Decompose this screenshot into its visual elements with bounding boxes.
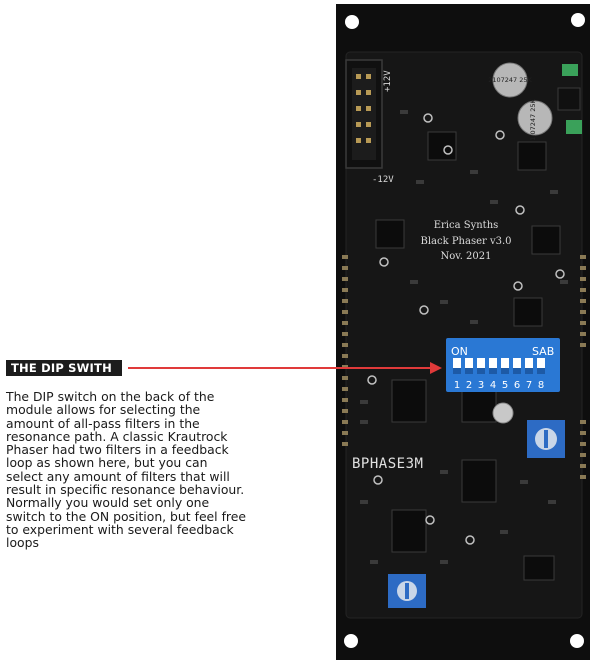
svg-text:8: 8 [538, 380, 544, 391]
callout-title: THE DIP SWITH [6, 360, 122, 376]
mounting-screw [492, 402, 514, 424]
silkscreen-date: Nov. 2021 [440, 251, 491, 262]
svg-text:5: 5 [502, 380, 508, 391]
callout-body: The DIP switch on the back of the module… [6, 389, 246, 551]
silkscreen-product: Black Phaser v3.0 [420, 236, 511, 247]
callout-description: The DIP switch on the back of the module… [6, 390, 246, 550]
svg-text:3: 3 [478, 380, 484, 391]
model-label: BPHASE3M [352, 456, 423, 472]
electrolytic-capacitor-1: 2107247 25K [488, 62, 533, 98]
svg-text:1.07247 25K: 1.07247 25K [529, 99, 537, 141]
svg-text:6: 6 [514, 380, 520, 391]
inductor-2 [566, 120, 582, 134]
callout-arrowhead [430, 362, 442, 374]
smd-components [360, 110, 568, 564]
svg-text:7: 7 [526, 380, 532, 391]
trimmer-bottom [388, 574, 426, 608]
svg-text:2107247 25K: 2107247 25K [488, 76, 532, 84]
power-plus-label: +12V [383, 70, 393, 92]
dip-sab-label: SAB [532, 345, 554, 358]
power-minus-label: -12V [372, 175, 394, 185]
header-pins-right [580, 255, 586, 479]
header-pins-left [342, 255, 348, 446]
svg-text:1: 1 [454, 380, 460, 391]
dip-switch [446, 338, 560, 392]
mount-hole-bottom-left [344, 634, 358, 648]
electrolytic-capacitor-2: 1.07247 25K [517, 99, 553, 141]
inductor-1 [562, 64, 578, 76]
silkscreen-brand: Erica Synths [434, 220, 499, 231]
trimmer-right [527, 420, 565, 458]
dip-on-label: ON [451, 345, 468, 358]
dip-numbers: 1 2 3 4 5 6 7 8 [454, 380, 544, 391]
svg-text:4: 4 [490, 380, 496, 391]
mount-hole-top-right [571, 13, 585, 27]
mount-hole-top-left [345, 15, 359, 29]
test-points [367, 113, 565, 545]
mount-hole-bottom-right [570, 634, 584, 648]
svg-text:2: 2 [466, 380, 472, 391]
regulator [557, 87, 581, 111]
power-connector [345, 59, 383, 169]
